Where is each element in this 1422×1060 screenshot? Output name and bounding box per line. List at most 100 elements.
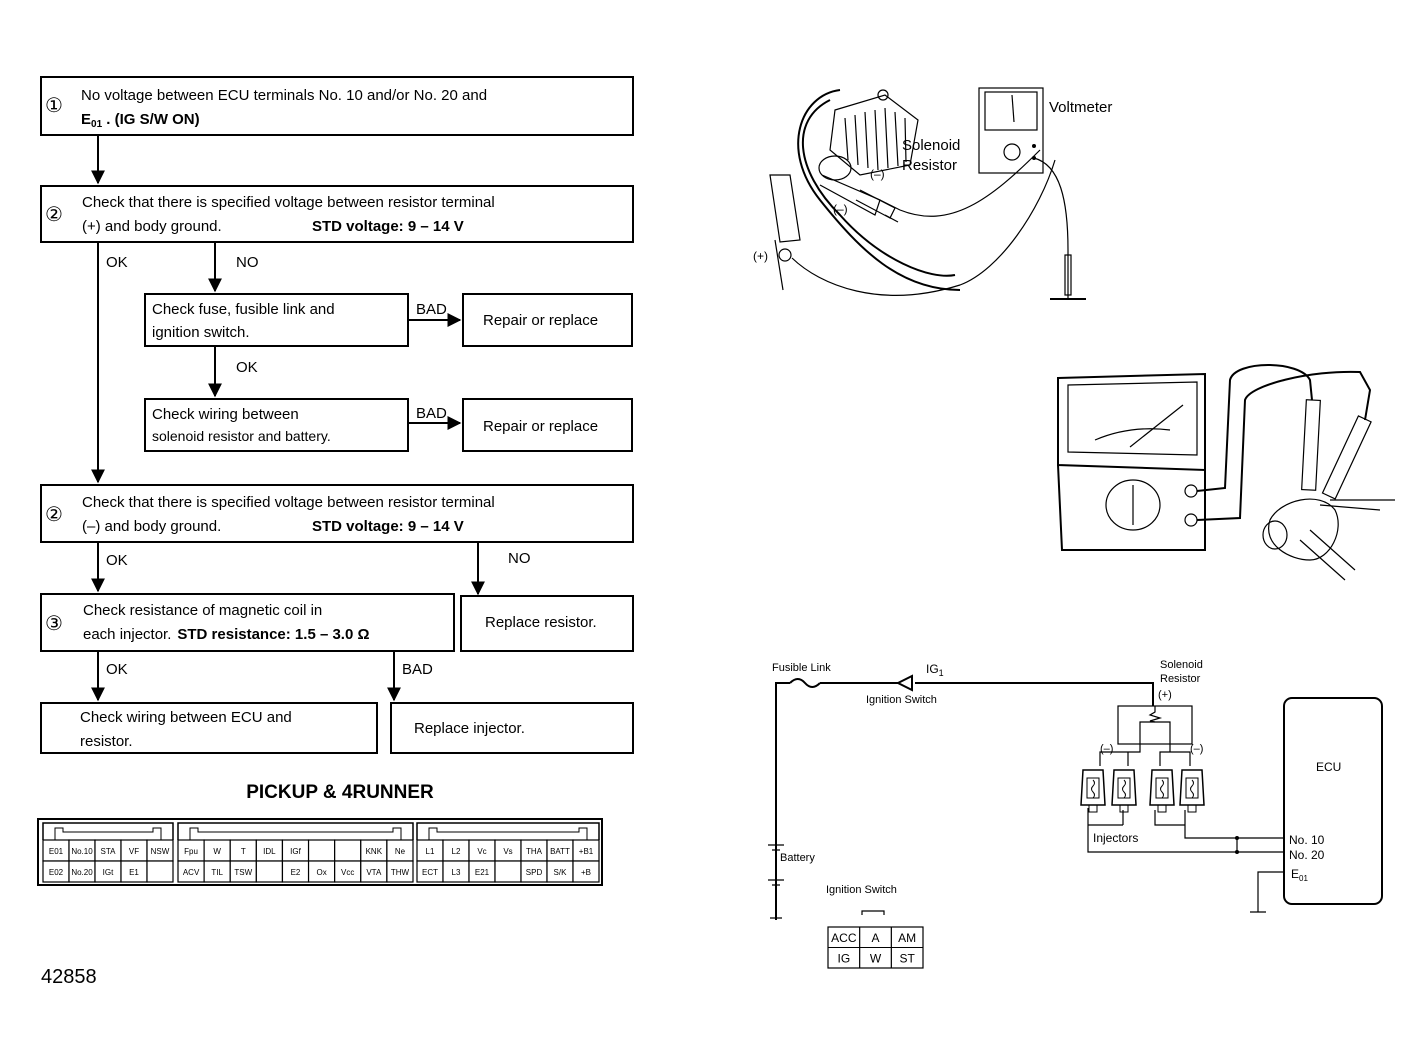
connector-pin-label: Vc: [477, 847, 486, 856]
label-ok-fuse: OK: [236, 359, 258, 376]
connector-pin-label: STA: [101, 847, 117, 856]
connector-pin-label: E02: [49, 868, 64, 877]
connector-pin-label: E21: [475, 868, 490, 877]
label-wd-resistor: Resistor: [1160, 673, 1201, 685]
step2a-line1: Check that there is specified voltage be…: [82, 194, 495, 211]
switch-cell-label: A: [871, 931, 879, 945]
connector-title: PICKUP & 4RUNNER: [246, 782, 434, 803]
voltmeter-drawing: [978, 87, 1086, 300]
connector-pin: [146, 860, 174, 883]
label-no-2a: NO: [236, 254, 259, 271]
label-ig1: IG1: [926, 662, 944, 678]
injector-symbol: [1179, 769, 1205, 813]
figure-number: 42858: [41, 966, 97, 988]
label-fusible-link: Fusible Link: [772, 662, 831, 674]
label-no-2b: NO: [508, 550, 531, 567]
step2a-std: STD voltage: 9 – 14 V: [312, 218, 464, 235]
connector-pin-label: +B: [581, 868, 591, 877]
label-ok-3: OK: [106, 661, 128, 678]
label-wd-minus-r: (–): [1190, 743, 1203, 755]
label-ignition-switch-2: Ignition Switch: [826, 884, 897, 896]
check-wiring-box: [144, 398, 409, 452]
label-e01: E01: [1291, 867, 1308, 883]
label-voltmeter: Voltmeter: [1049, 99, 1112, 116]
step2a-number: ②: [45, 204, 63, 226]
replace-injector-box: [390, 702, 634, 754]
switch-cell: [890, 947, 924, 969]
repair1-box: [462, 293, 633, 347]
switch-cell-label: ACC: [831, 931, 857, 945]
check-fuse-line1: Check fuse, fusible link and: [152, 301, 335, 318]
label-resistor: Resistor: [902, 157, 957, 174]
label-wd-plus: (+): [1158, 689, 1172, 701]
connector-pin-label: NSW: [151, 847, 170, 856]
label-minus-1: (–): [870, 167, 885, 181]
connector-pin-label: W: [213, 847, 221, 856]
replace-resistor-box: [460, 595, 634, 652]
label-wd-minus-l: (–): [1100, 743, 1113, 755]
connector-pin-label: KNK: [366, 847, 383, 856]
connector-pin-label: No.10: [71, 847, 93, 856]
switch-cell-label: W: [870, 952, 882, 966]
step1-box: [40, 76, 634, 136]
step2b-std: STD voltage: 9 – 14 V: [312, 518, 464, 535]
connector-pin-label: TIL: [211, 868, 223, 877]
connector-pin-label: ECT: [422, 868, 438, 877]
repair2-box: [462, 398, 633, 452]
connector-pin-label: Ne: [395, 847, 406, 856]
step3-number: ③: [45, 613, 63, 635]
label-ecu: ECU: [1316, 760, 1341, 774]
replace-injector-text: Replace injector.: [414, 720, 525, 737]
connector-pin: [572, 860, 600, 883]
label-plus: (+): [753, 249, 768, 263]
connector-pin-label: Ox: [316, 868, 326, 877]
replace-resistor-text: Replace resistor.: [485, 614, 597, 631]
flowchart: ① No voltage between ECU terminals No. 1…: [40, 76, 634, 754]
connector-pin-label: Vcc: [341, 868, 354, 877]
check-wiring-line1: Check wiring between: [152, 406, 299, 423]
connector-pin-label: E2: [291, 868, 301, 877]
connector-pin-label: E01: [49, 847, 64, 856]
connector-pin-label: L3: [452, 868, 461, 877]
connector-pin-label: +B1: [579, 847, 594, 856]
connector-pin-label: THW: [391, 868, 410, 877]
step1-number: ①: [45, 95, 63, 117]
wiring-diagram: Fusible Link IG1 Ignition Switch Solenoi…: [768, 659, 1383, 969]
step2a-box: [40, 185, 634, 243]
label-ok-2a: OK: [106, 254, 128, 271]
label-solenoid: Solenoid: [902, 137, 960, 154]
label-battery: Battery: [780, 852, 815, 864]
label-bad-3: BAD: [402, 661, 433, 678]
connector-pin-label: T: [241, 847, 246, 856]
fusible-link-symbol: [789, 678, 821, 688]
check-ecu-line2: resistor.: [80, 733, 133, 750]
label-ok-2b: OK: [106, 552, 128, 569]
step3-box: [40, 593, 455, 652]
connector-pin: [386, 860, 414, 883]
repair1-text: Repair or replace: [483, 312, 598, 329]
step3-line1: Check resistance of magnetic coil in: [83, 602, 322, 619]
connector-pin: [334, 839, 362, 862]
label-minus-2: (–): [833, 202, 848, 216]
solenoid-resistor-drawing: [818, 89, 919, 219]
injector-symbol: [1111, 769, 1137, 813]
switch-cell-label: AM: [898, 931, 916, 945]
step2b-number: ②: [45, 504, 63, 526]
label-bad-1: BAD: [416, 301, 447, 318]
ecu-box: [1283, 697, 1383, 905]
label-wd-solenoid: Solenoid: [1160, 659, 1203, 671]
connector-pin: [255, 860, 284, 883]
probe-plus: [769, 159, 1056, 296]
connector-pin-label: ACV: [183, 868, 200, 877]
ohmmeter-illustration: [1057, 364, 1395, 581]
connector-pin-label: VTA: [366, 868, 382, 877]
label-bad-2: BAD: [416, 405, 447, 422]
connector-pin-label: L1: [426, 847, 435, 856]
step2b-line2: (–) and body ground.: [82, 518, 221, 535]
step2b-line1: Check that there is specified voltage be…: [82, 494, 495, 511]
connector-pin-label: VF: [129, 847, 139, 856]
step2a-line2: (+) and body ground.: [82, 218, 222, 235]
